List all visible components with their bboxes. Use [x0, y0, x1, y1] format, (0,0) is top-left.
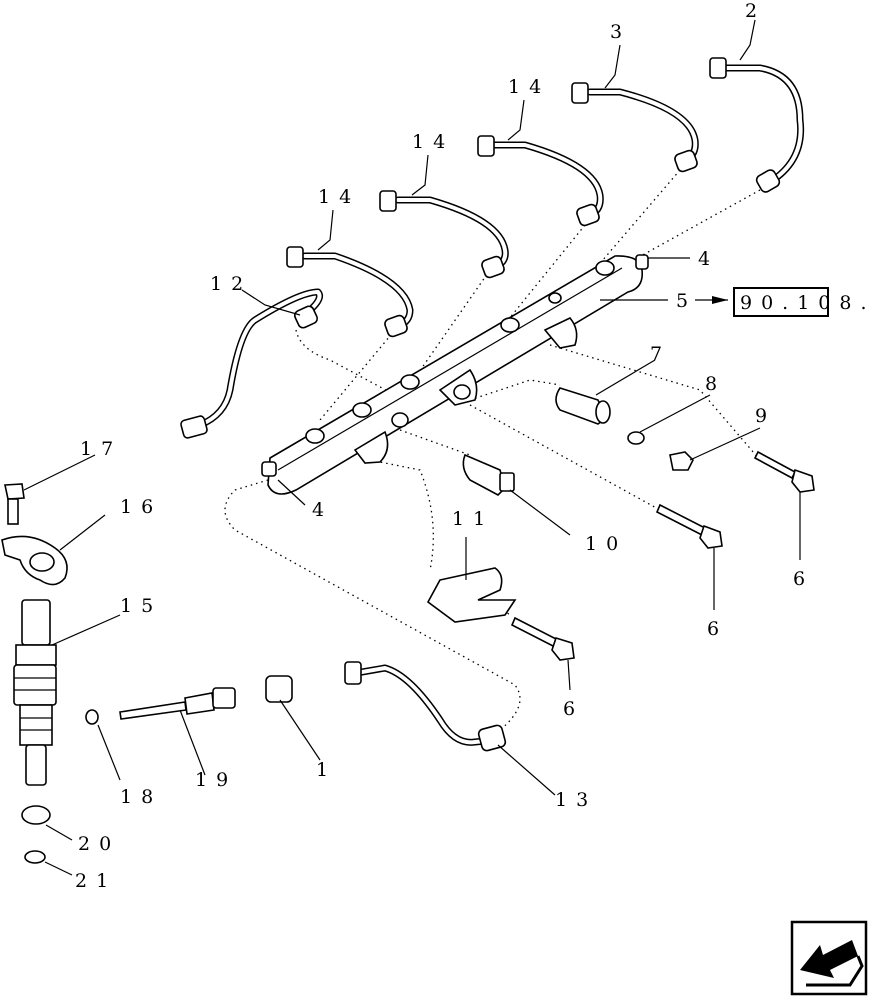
callout-10: 10	[585, 533, 627, 555]
fuel-connector-tube	[119, 687, 236, 720]
callout-18: 18	[120, 786, 162, 808]
callout-4-b: 4	[312, 499, 333, 521]
callout-14-c: 14	[318, 186, 360, 208]
callout-20: 20	[78, 833, 120, 855]
fuel-injector	[13, 599, 57, 786]
injector-line-2	[709, 57, 805, 193]
callout-21: 21	[75, 870, 117, 892]
injector-bolt	[4, 483, 25, 525]
callout-14-a: 14	[508, 76, 550, 98]
callout-5: 5	[676, 290, 697, 312]
copper-washer	[24, 850, 46, 864]
callout-19: 19	[195, 769, 237, 791]
callout-11: 11	[452, 508, 494, 530]
callout-15: 15	[120, 595, 162, 617]
rail-pressure-sensor	[462, 453, 515, 496]
callout-labels: 2 3 14 14 14 12 4 5 7 8 9 10 11 6 6 6 4 …	[75, 0, 814, 892]
sealing-washer	[627, 431, 645, 445]
callout-16: 16	[120, 496, 162, 518]
callout-3: 3	[610, 21, 631, 43]
callout-17: 17	[80, 438, 122, 460]
plug	[669, 451, 694, 471]
injector-line-14-c	[286, 246, 414, 338]
next-page-arrow-icon[interactable]	[790, 920, 868, 996]
callout-12: 12	[210, 273, 252, 295]
o-ring	[21, 805, 51, 825]
callout-13: 13	[555, 789, 597, 811]
injector-line-14-a	[477, 135, 604, 227]
callout-6-b: 6	[707, 618, 728, 640]
bolt-a	[753, 450, 815, 493]
section-reference-label: 90.108.	[740, 292, 872, 314]
pressure-relief-valve	[555, 387, 611, 425]
injector-line-3	[571, 82, 699, 173]
connector-nut	[265, 675, 293, 703]
sealing-ring	[85, 709, 99, 725]
callout-14-b: 14	[412, 131, 454, 153]
callout-6-c: 6	[563, 698, 584, 720]
section-reference[interactable]: 90.108.	[733, 287, 872, 317]
injector-line-13	[344, 661, 507, 752]
bolt-b	[655, 503, 723, 549]
bolt-c	[510, 616, 575, 661]
reference-arrow-icon	[712, 296, 728, 304]
callout-8: 8	[705, 373, 726, 395]
injector-line-14-b	[379, 190, 509, 279]
callout-9: 9	[755, 405, 776, 427]
common-rail	[261, 254, 649, 495]
injector-line-12	[180, 288, 323, 439]
callout-6-a: 6	[793, 568, 814, 590]
callout-2: 2	[745, 0, 766, 22]
callout-4-a: 4	[698, 248, 719, 270]
injector-clamp-hole	[29, 552, 55, 572]
callout-1: 1	[316, 759, 337, 781]
callout-7: 7	[650, 343, 671, 365]
rail-bracket	[426, 567, 517, 623]
leader-lines	[23, 19, 801, 876]
